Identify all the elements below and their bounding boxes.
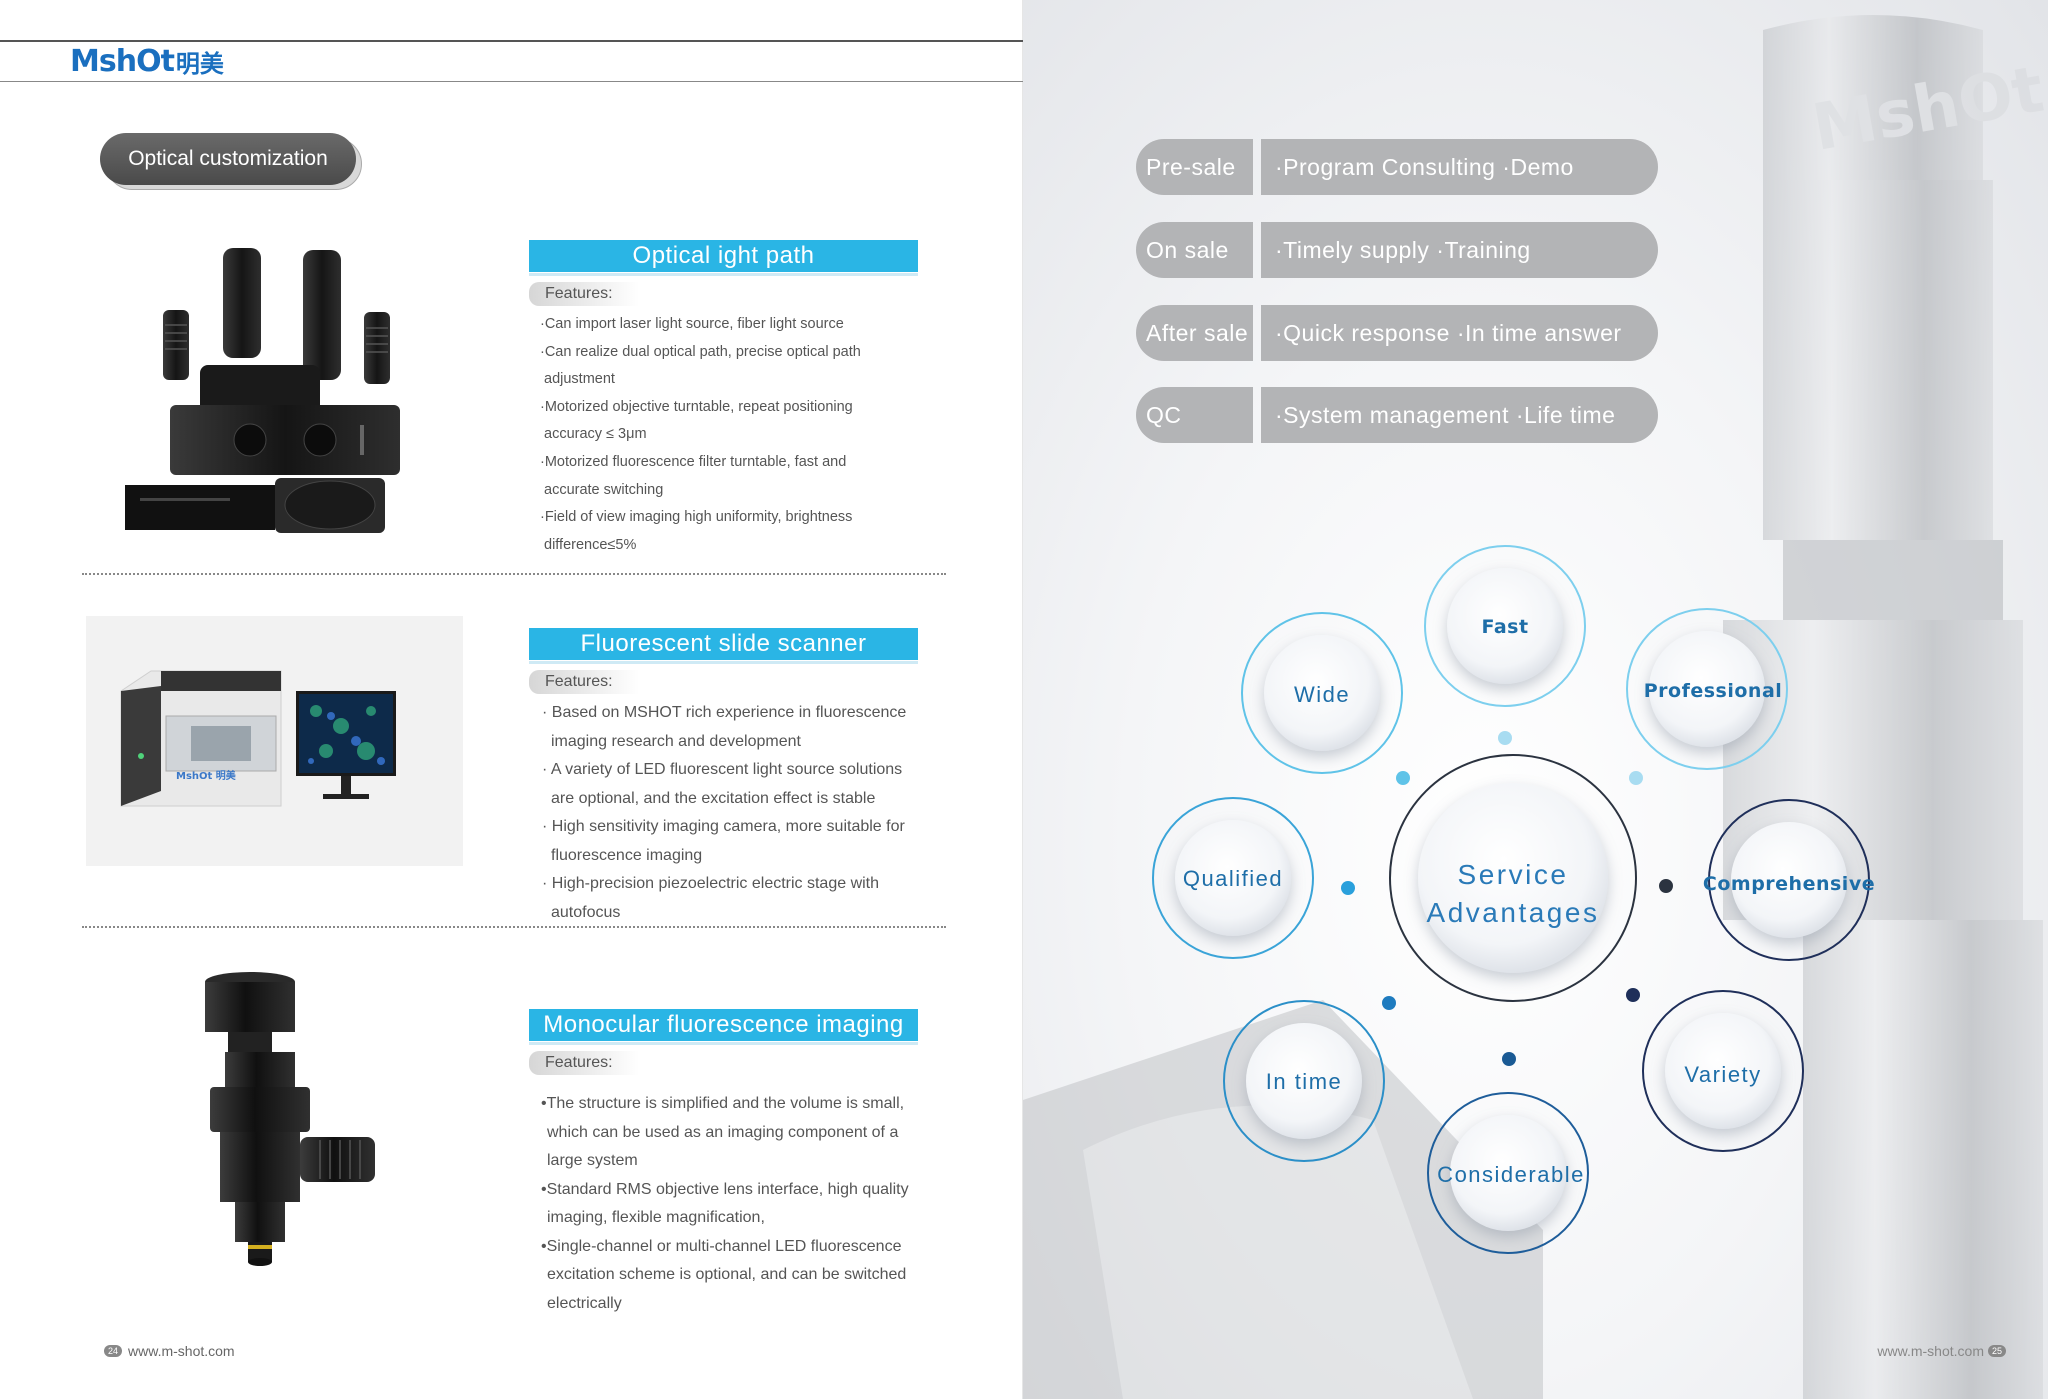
feature-line: · A variety of LED fluorescent light sou…: [542, 761, 903, 778]
advantage-in-time: In time: [1265, 1069, 1343, 1094]
header-rule: [0, 81, 1023, 82]
feature-line: ·Can realize dual optical path, precise …: [540, 343, 861, 360]
advantage-considerable: Considerable: [1437, 1162, 1585, 1187]
feature-line: accurate switching: [544, 481, 664, 498]
footer-url[interactable]: www.m-shot.com: [1877, 1343, 1984, 1359]
right-footer: www.m-shot.com 25: [1877, 1343, 2006, 1359]
feature-line: excitation scheme is optional, and can b…: [547, 1266, 907, 1283]
connector-dot: [1659, 879, 1673, 893]
left-page: MshOt 明美 Optical customization Optical i…: [0, 0, 1023, 1399]
service-advantages-title: Service Advantages: [1427, 856, 1600, 932]
service-stage: QC: [1136, 387, 1253, 443]
service-stage: Pre-sale: [1136, 139, 1253, 195]
feature-line: adjustment: [544, 371, 615, 388]
advantage-fast: Fast: [1481, 616, 1529, 638]
feature-line: · High-precision piezoelectric electric …: [542, 875, 880, 892]
feature-line: difference≤5%: [544, 536, 637, 553]
features-label: Features:: [529, 1051, 639, 1075]
advantage-variety: Variety: [1684, 1062, 1762, 1087]
section-title-monocular-fluorescence-imaging: Monocular fluorescence imaging: [529, 1009, 918, 1045]
fluorescent-slide-scanner-image: MshOt 明美: [86, 616, 463, 866]
service-stage: On sale: [1136, 222, 1253, 278]
features-label: Features:: [529, 670, 639, 694]
connector-dot: [1396, 771, 1410, 785]
service-items: ·System management ·Life time: [1261, 387, 1658, 443]
center-line-1: Service: [1457, 859, 1569, 890]
service-items: ·Program Consulting ·Demo: [1261, 139, 1658, 195]
service-stage: After sale: [1136, 305, 1253, 361]
fluorescent-slide-scanner-features: · Based on MSHOT rich experience in fluo…: [542, 699, 906, 927]
bubble-professional: [1626, 608, 1788, 770]
feature-line: autofocus: [551, 903, 621, 921]
bubble-variety: [1642, 990, 1804, 1152]
feature-line: •Single-channel or multi-channel LED flu…: [541, 1237, 902, 1255]
feature-line: are optional, and the excitation effect …: [551, 789, 876, 807]
section-title-fluorescent-slide-scanner: Fluorescent slide scanner: [529, 628, 918, 664]
bubble-considerable: [1427, 1092, 1589, 1254]
footer-url[interactable]: www.m-shot.com: [128, 1343, 235, 1359]
mshot-logo: MshOt 明美: [70, 43, 224, 79]
connector-dot: [1382, 996, 1396, 1010]
features-label: Features:: [529, 282, 639, 306]
feature-line: ·Motorized objective turntable, repeat p…: [540, 398, 853, 415]
feature-line: · High sensitivity imaging camera, more …: [542, 818, 905, 835]
section-title-optical-light-path: Optical ight path: [529, 240, 918, 276]
connector-dot: [1341, 881, 1355, 895]
advantage-comprehensive: Comprehensive: [1702, 873, 1876, 895]
logo-latin: MshOt: [70, 43, 175, 79]
service-advantages-diagram: [1152, 545, 1870, 1254]
feature-line: large system: [547, 1152, 638, 1169]
optical-light-path-device-image: [125, 248, 400, 533]
scanner-device-logo: MshOt 明美: [176, 769, 237, 782]
advantage-wide: Wide: [1293, 682, 1351, 707]
optical-customization-badge: Optical customization: [100, 133, 356, 185]
feature-line: electrically: [547, 1294, 622, 1312]
bubble-comprehensive: [1708, 799, 1870, 961]
service-row-after-sale: After sale ·Quick response ·In time answ…: [1136, 305, 1658, 361]
monocular-fluorescence-device-image: [205, 972, 375, 1266]
feature-line: accuracy ≤ 3μm: [544, 426, 647, 443]
connector-dot: [1498, 731, 1512, 745]
connector-dot: [1502, 1052, 1516, 1066]
page-number: 24: [104, 1345, 123, 1357]
section-divider: [82, 573, 946, 575]
bubble-in-time: [1223, 1000, 1385, 1162]
feature-line: imaging, flexible magnification,: [547, 1209, 765, 1226]
service-row-qc: QC ·System management ·Life time: [1136, 387, 1658, 443]
feature-line: ·Motorized fluorescence filter turntable…: [540, 453, 847, 470]
center-bubble: [1389, 754, 1637, 1002]
service-items: ·Quick response ·In time answer: [1261, 305, 1658, 361]
feature-line: which can be used as an imaging componen…: [547, 1123, 899, 1141]
top-rule: [0, 40, 1023, 42]
advantage-professional: Professional: [1643, 680, 1783, 702]
feature-line: fluorescence imaging: [551, 846, 703, 864]
microscope-background-image: MshOt: [1023, 15, 2048, 1399]
optical-light-path-features: ·Can import laser light source, fiber li…: [540, 311, 861, 559]
service-items: ·Timely supply ·Training: [1261, 222, 1658, 278]
feature-line: •The structure is simplified and the vol…: [541, 1095, 905, 1112]
page-number: 25: [1987, 1345, 2006, 1357]
section-divider: [82, 926, 946, 928]
bubble-qualified: [1152, 797, 1314, 959]
feature-line: ·Can import laser light source, fiber li…: [540, 316, 844, 332]
center-line-2: Advantages: [1426, 897, 1600, 928]
advantage-qualified: Qualified: [1182, 866, 1284, 891]
service-row-on-sale: On sale ·Timely supply ·Training: [1136, 222, 1658, 278]
connector-dot: [1629, 771, 1643, 785]
left-footer: 24 www.m-shot.com: [104, 1343, 235, 1359]
right-page: MshOt Pre-sale ·Program Consulting ·Demo…: [1023, 0, 2048, 1399]
monocular-fluorescence-features: •The structure is simplified and the vol…: [541, 1090, 909, 1318]
feature-line: •Standard RMS objective lens interface, …: [541, 1180, 909, 1198]
logo-chinese: 明美: [175, 49, 224, 78]
connector-dot: [1626, 988, 1640, 1002]
feature-line: ·Field of view imaging high uniformity, …: [540, 509, 853, 526]
feature-line: imaging research and development: [551, 732, 801, 750]
feature-line: · Based on MSHOT rich experience in fluo…: [542, 704, 907, 721]
bubble-wide: [1241, 612, 1403, 774]
service-row-pre-sale: Pre-sale ·Program Consulting ·Demo: [1136, 139, 1658, 195]
bubble-fast: [1424, 545, 1586, 707]
